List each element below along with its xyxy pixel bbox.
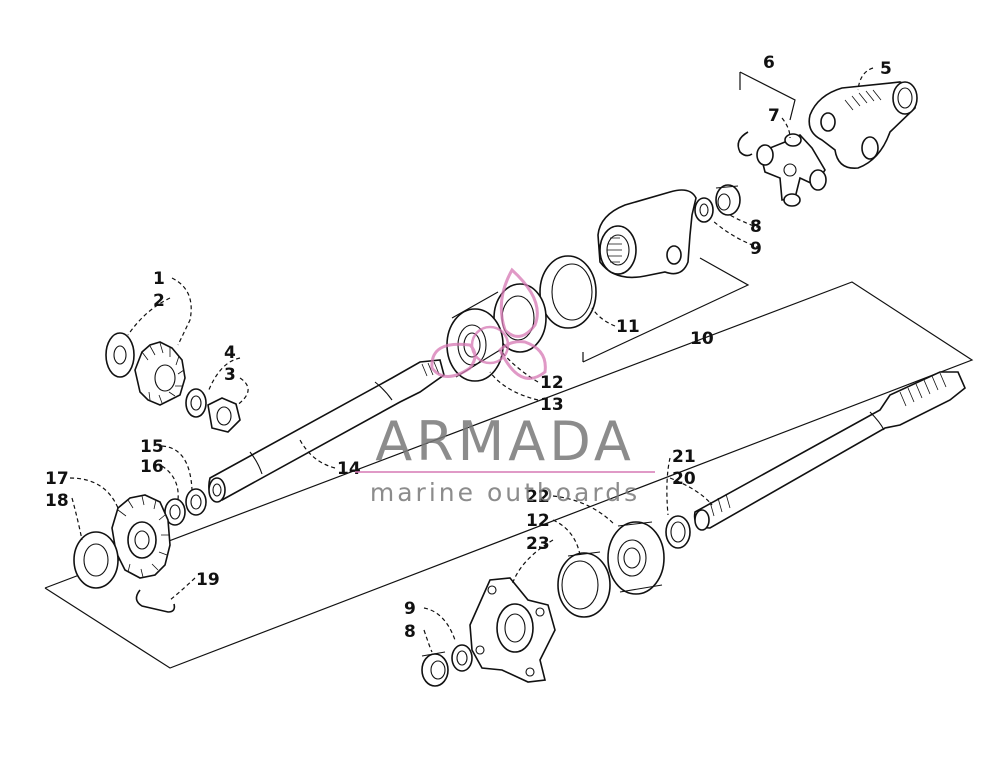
assembly-bracket-6 [739,71,796,121]
callout-8-lower: 8 [404,622,416,642]
callout-12-lower: 12 [526,511,550,531]
callout-7: 7 [768,106,780,126]
part-7-snap-ring [737,131,753,157]
part-8-9-upper-seal-washer [694,184,741,223]
callout-13: 13 [540,395,564,415]
callout-21: 21 [672,447,696,467]
callout-10: 10 [690,329,714,349]
part-15-16-spacers [164,488,207,526]
part-1-2-pinion-gear [105,332,186,406]
part-11-seal-ring [539,255,597,329]
callout-9-lower: 9 [404,599,416,619]
callout-9-upper: 9 [750,239,762,259]
part-12-lower-bearing-race [557,551,611,618]
callout-22: 22 [526,487,550,507]
callout-4: 4 [224,343,236,363]
callout-14: 14 [337,459,361,479]
part-14-driveshaft [208,359,445,503]
callout-12-upper: 12 [540,373,564,393]
part-10-yoke-housing [597,189,697,279]
part-12-13-upper-bearing [446,283,547,382]
callout-5: 5 [880,59,892,79]
callout-11: 11 [616,317,640,337]
callout-20: 20 [672,469,696,489]
watermark-emblem [430,267,547,380]
part-17-18-gear-bearing [73,494,171,589]
part-20-lower-driveshaft [693,371,966,531]
callout-16: 16 [140,457,164,477]
part-22-lower-bearing [607,521,665,595]
callout-2: 2 [153,291,165,311]
callout-labels: 1 2 4 3 5 6 7 8 9 10 11 12 13 14 15 16 1… [45,53,892,642]
part-8-9-lower-seal-washer [421,644,473,687]
part-21-ring [665,515,691,549]
part-3-4-nut-washer [185,388,241,433]
part-6-cross-spider [756,133,827,207]
callout-6: 6 [763,53,775,73]
callout-3: 3 [224,365,236,385]
assembly-bracket-10 [582,257,750,363]
callout-18: 18 [45,491,69,511]
callout-8-upper: 8 [750,217,762,237]
callout-23: 23 [526,534,550,554]
watermark-underline [355,471,655,473]
part-23-bearing-flange [469,577,556,683]
callout-19: 19 [196,570,220,590]
assembly-bracket-lower [44,281,974,669]
part-5-yoke [808,81,918,169]
callout-15: 15 [140,437,164,457]
callout-17: 17 [45,469,69,489]
callout-1: 1 [153,269,165,289]
part-19-snap-ring [135,589,176,613]
